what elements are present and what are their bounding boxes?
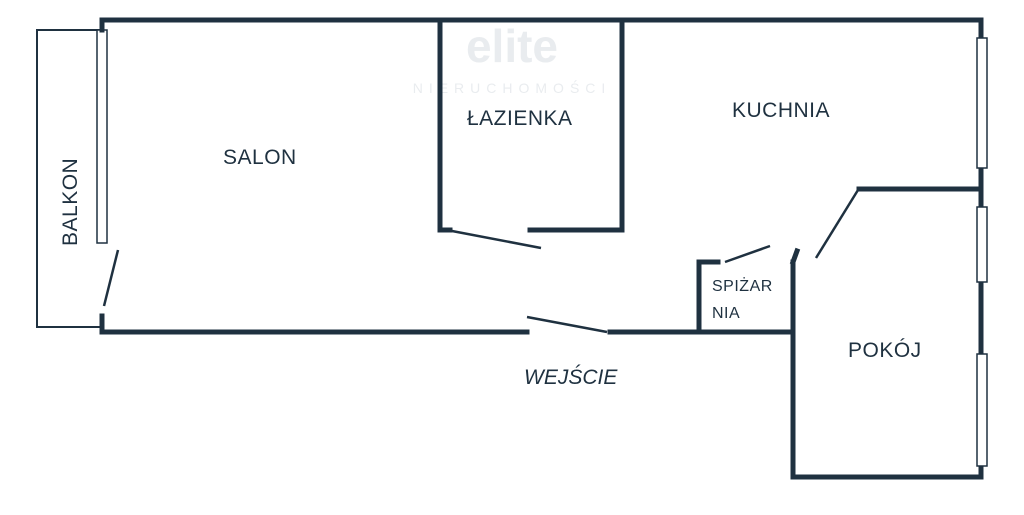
- wall-bathroom-right: [527, 17, 625, 233]
- label-balkon: BALKON: [59, 158, 82, 246]
- bathroom-door: [451, 229, 542, 250]
- label-kuchnia: KUCHNIA: [732, 99, 830, 122]
- wall-pantry: [696, 259, 721, 335]
- label-pokoj: POKÓJ: [848, 339, 922, 362]
- balcony-window: [96, 29, 108, 244]
- window-kitchen: [976, 37, 988, 169]
- label-salon: SALON: [223, 146, 297, 169]
- window-room-upper: [976, 206, 988, 283]
- entrance-door: [526, 315, 608, 334]
- room-door-jamb: [789, 247, 801, 266]
- window-room-lower: [976, 353, 988, 467]
- wall-room-left: [790, 259, 984, 480]
- label-wejscie: WEJŚCIE: [524, 365, 618, 389]
- wall-bathroom-left: [437, 17, 453, 233]
- balcony-outline: [36, 29, 102, 328]
- watermark-brand: elite: [466, 20, 558, 72]
- doors: [451, 189, 860, 334]
- walls: [99, 17, 984, 480]
- watermark-logo: elite NIERUCHOMOŚCI: [413, 20, 612, 96]
- windows: [976, 37, 988, 467]
- label-spizarnia-2: NIA: [712, 305, 740, 322]
- watermark-tagline: NIERUCHOMOŚCI: [413, 79, 612, 96]
- balcony-door: [102, 249, 120, 307]
- pantry-door: [724, 244, 771, 264]
- label-spizarnia-1: SPIŻAR: [712, 276, 773, 295]
- room-door: [814, 189, 860, 259]
- wall-top: [99, 17, 984, 43]
- label-lazienka: ŁAZIENKA: [467, 107, 573, 130]
